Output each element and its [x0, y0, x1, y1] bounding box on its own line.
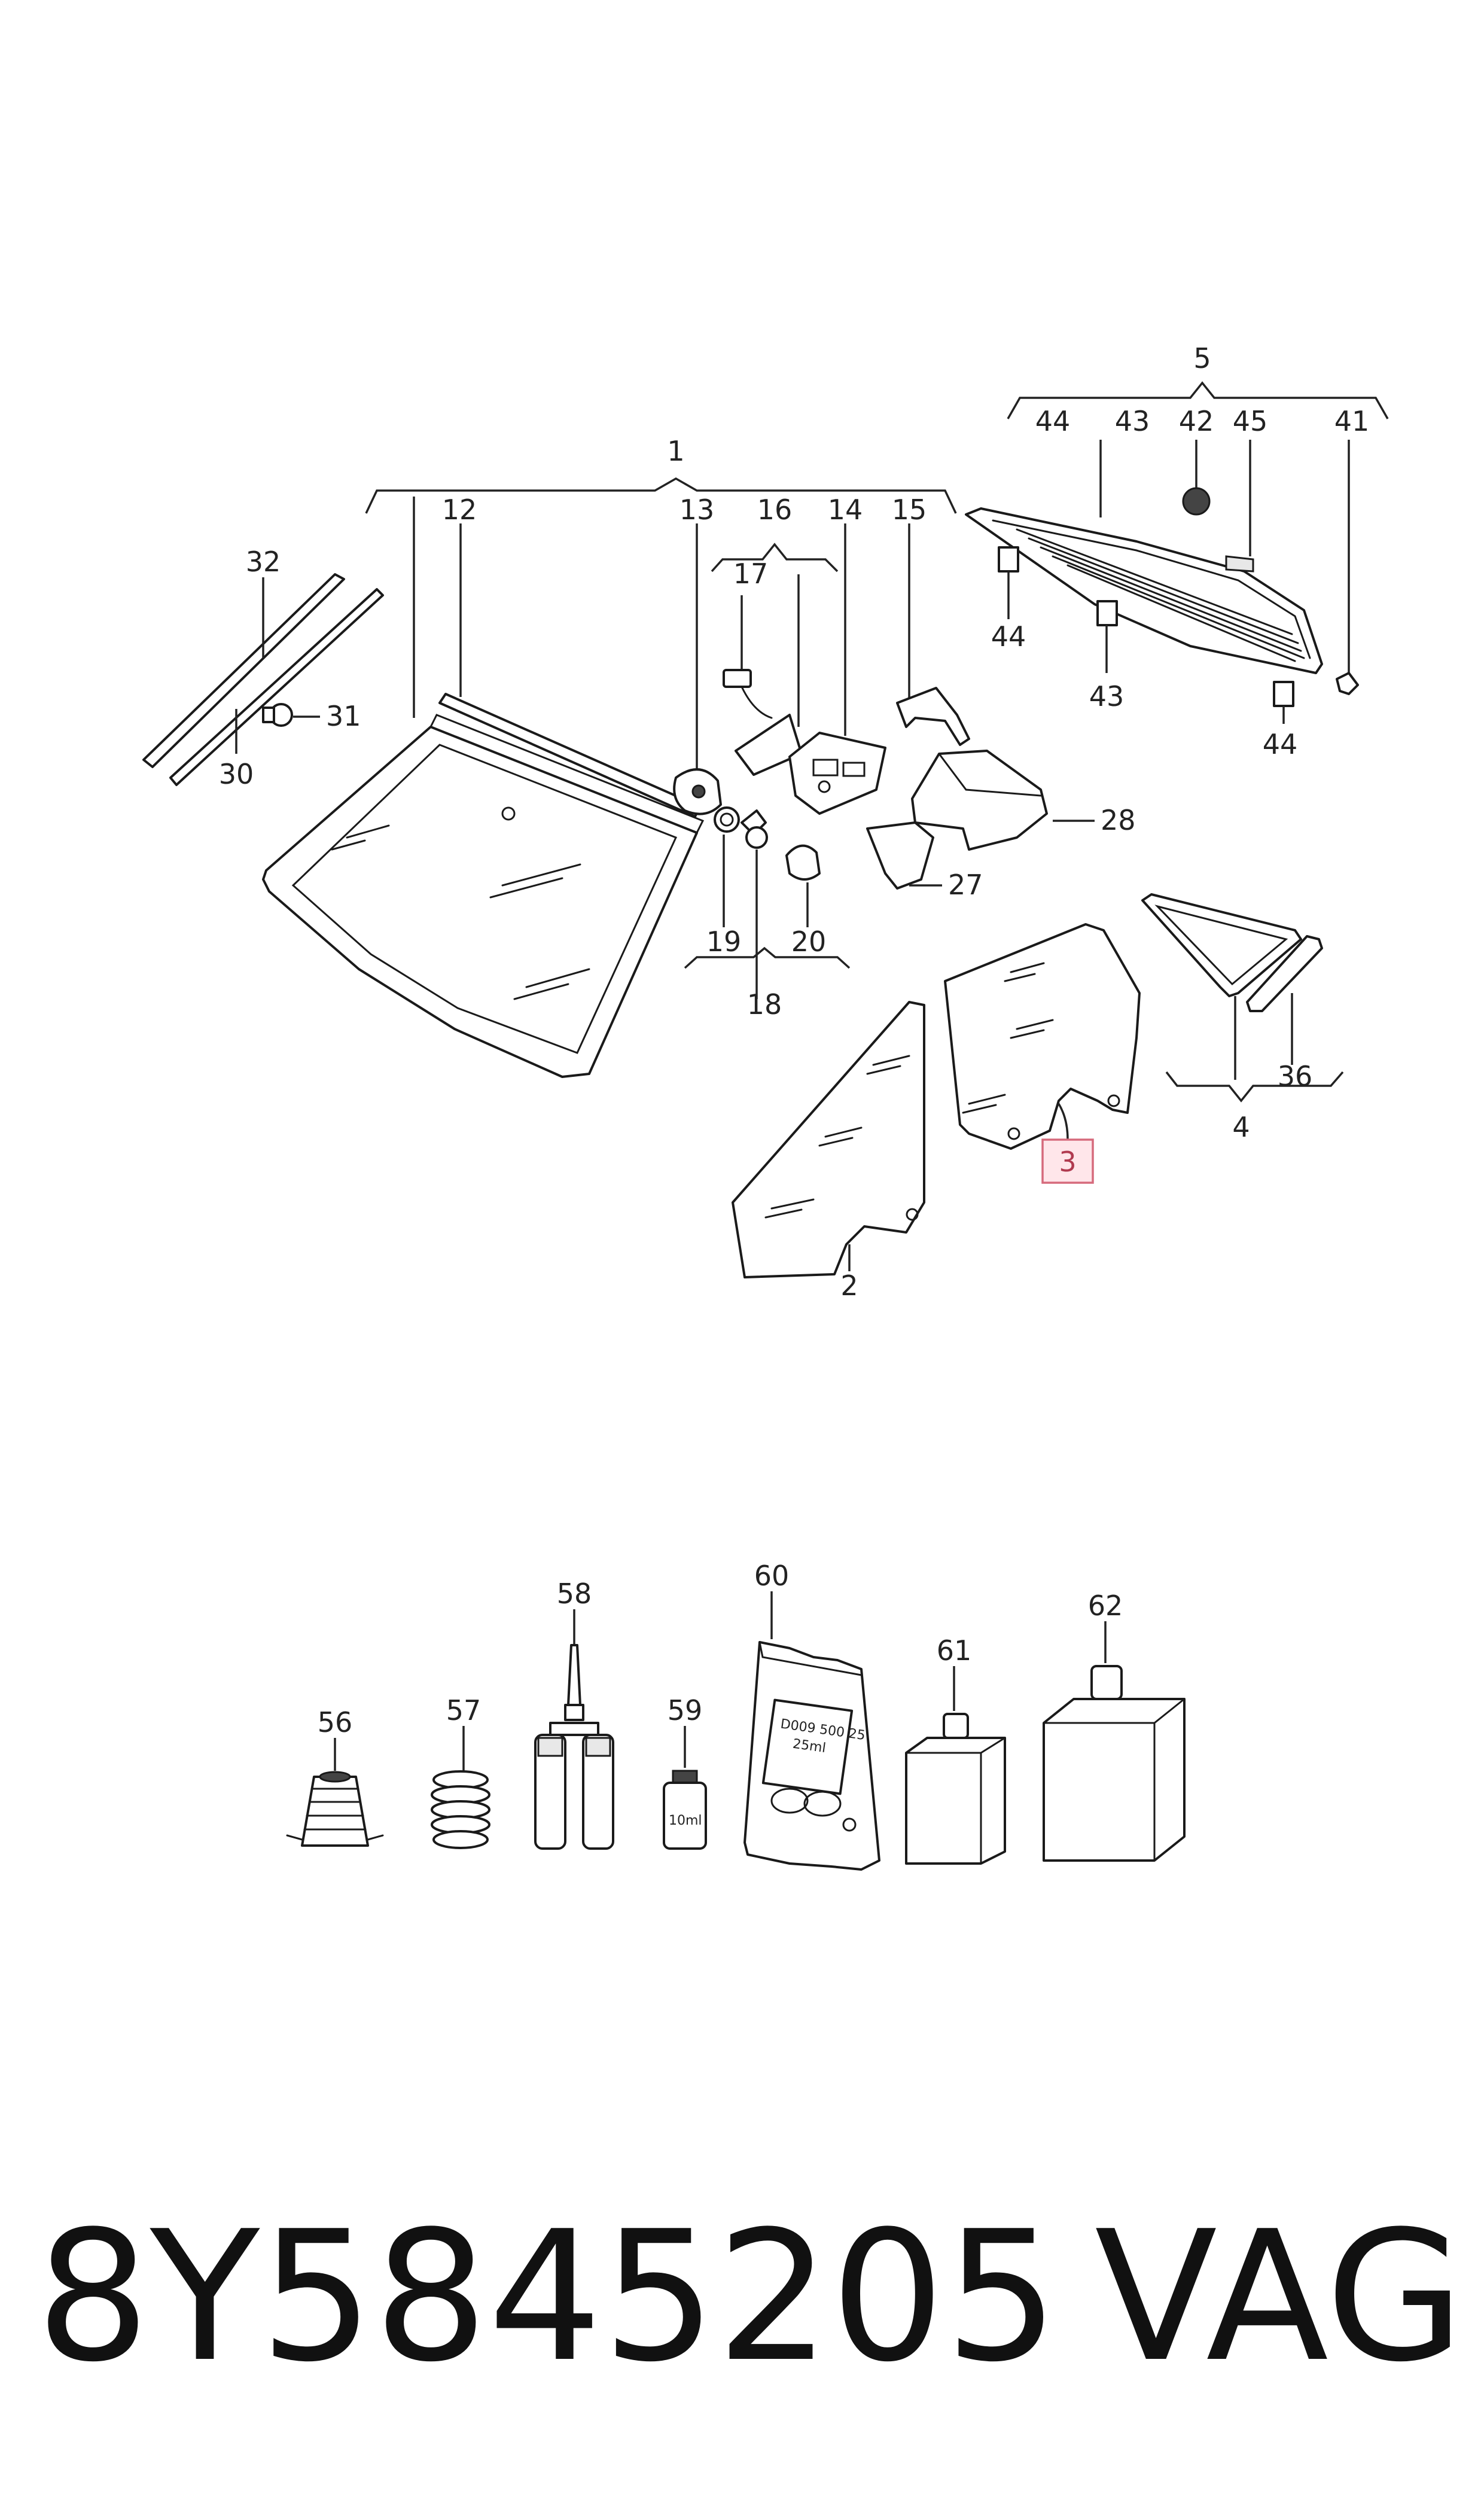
label-2: 2	[840, 1269, 858, 1302]
label-60: 60	[754, 1560, 790, 1592]
trim-covers: 28 27	[866, 750, 1136, 901]
accessory-62-large-container: 62	[1043, 1590, 1186, 1862]
bottle-volume-text: 10ml	[669, 1813, 702, 1828]
accessory-61-small-container: 61	[905, 1634, 1006, 1865]
highlight-box-3	[1041, 1138, 1094, 1184]
label-58: 58	[557, 1578, 592, 1610]
label-42: 42	[1179, 405, 1214, 437]
accessory-59-bottle: 59 10ml	[663, 1694, 707, 1850]
accessory-60-package: 60 D009 500 25 25ml	[743, 1560, 880, 1871]
label-43b: 43	[1089, 680, 1125, 713]
clip-31	[262, 703, 293, 727]
label-57: 57	[446, 1694, 482, 1727]
brand-name: VAG	[1095, 2193, 1465, 2401]
label-43a: 43	[1115, 405, 1150, 437]
label-13: 13	[679, 494, 715, 526]
label-27: 27	[948, 869, 983, 901]
label-1: 1	[667, 435, 684, 467]
side-trim-strips: 32 30 31	[142, 546, 384, 790]
label-59: 59	[668, 1694, 703, 1727]
label-56: 56	[318, 1706, 353, 1738]
label-5: 5	[1193, 342, 1211, 374]
label-19: 19	[706, 925, 742, 958]
windscreen-glass	[262, 497, 705, 1078]
label-44b: 44	[991, 620, 1026, 653]
label-28: 28	[1101, 804, 1136, 836]
label-44c: 44	[1263, 728, 1298, 760]
label-20: 20	[791, 925, 827, 958]
label-18: 18	[747, 988, 782, 1021]
label-36: 36	[1278, 1060, 1313, 1092]
label-30: 30	[219, 758, 254, 790]
rear-window-group: 5 44 43 42 45 41 44 43 44	[965, 342, 1389, 760]
label-32: 32	[246, 546, 281, 578]
label-44a: 44	[1035, 405, 1071, 437]
label-17: 17	[733, 558, 769, 590]
label-3: 3	[1059, 1146, 1076, 1178]
label-14: 14	[828, 494, 863, 526]
bracket-group-1: 1	[365, 435, 957, 514]
label-12: 12	[442, 494, 477, 526]
label-16: 16	[757, 494, 793, 526]
accessory-57: 57	[431, 1694, 490, 1849]
label-31: 31	[326, 700, 361, 732]
quarter-glass-group: 36 4	[1141, 893, 1344, 1143]
label-41: 41	[1334, 405, 1370, 437]
accessory-58-cartridge: 58	[534, 1578, 614, 1850]
label-62: 62	[1088, 1590, 1123, 1622]
sensor-mirror-parts: 13 16 17 14 15 19 18 20	[673, 494, 970, 1021]
front-door-glass: 2	[732, 1001, 925, 1302]
label-61: 61	[937, 1634, 972, 1667]
accessory-56: 56	[286, 1706, 384, 1847]
label-45: 45	[1233, 405, 1268, 437]
label-15: 15	[892, 494, 927, 526]
label-4: 4	[1232, 1111, 1250, 1143]
part-number: 8Y5845205	[36, 2193, 1059, 2401]
rear-door-glass: 3	[944, 923, 1141, 1184]
